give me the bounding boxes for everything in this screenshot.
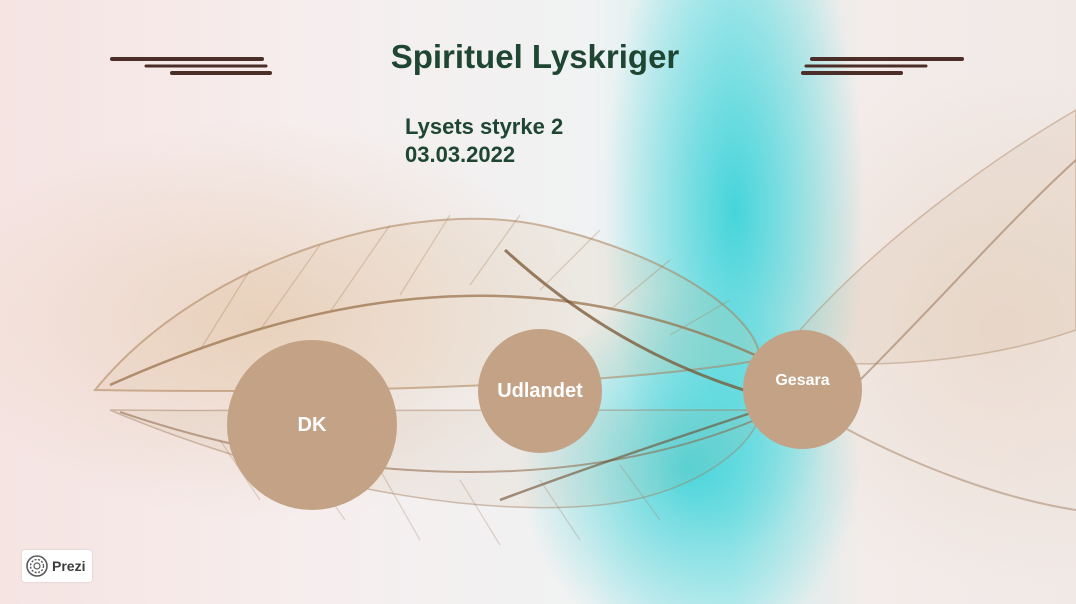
subtitle-line-1: Lysets styrke 2 — [405, 114, 564, 139]
slide-title: Spirituel Lyskriger — [390, 38, 680, 75]
topic-circle-gesara[interactable]: Gesara — [743, 330, 862, 449]
topic-label-dk: DK — [297, 413, 327, 436]
subtitle-date: 03.03.2022 — [405, 142, 516, 167]
topic-label-udlandet: Udlandet — [497, 379, 583, 402]
decorative-lines-left — [110, 57, 272, 75]
prezi-logo-text: Prezi — [52, 558, 86, 574]
topic-circle-dk[interactable]: DK — [227, 340, 397, 510]
prezi-logo-button[interactable]: Prezi — [22, 550, 92, 582]
slide-subtitle: Lysets styrke 2 03.03.2022 — [405, 113, 563, 169]
prezi-logo-icon — [26, 555, 48, 577]
decorative-lines-right — [801, 57, 964, 75]
topic-circle-udlandet[interactable]: Udlandet — [478, 329, 602, 453]
topic-label-gesara: Gesara — [775, 371, 830, 389]
